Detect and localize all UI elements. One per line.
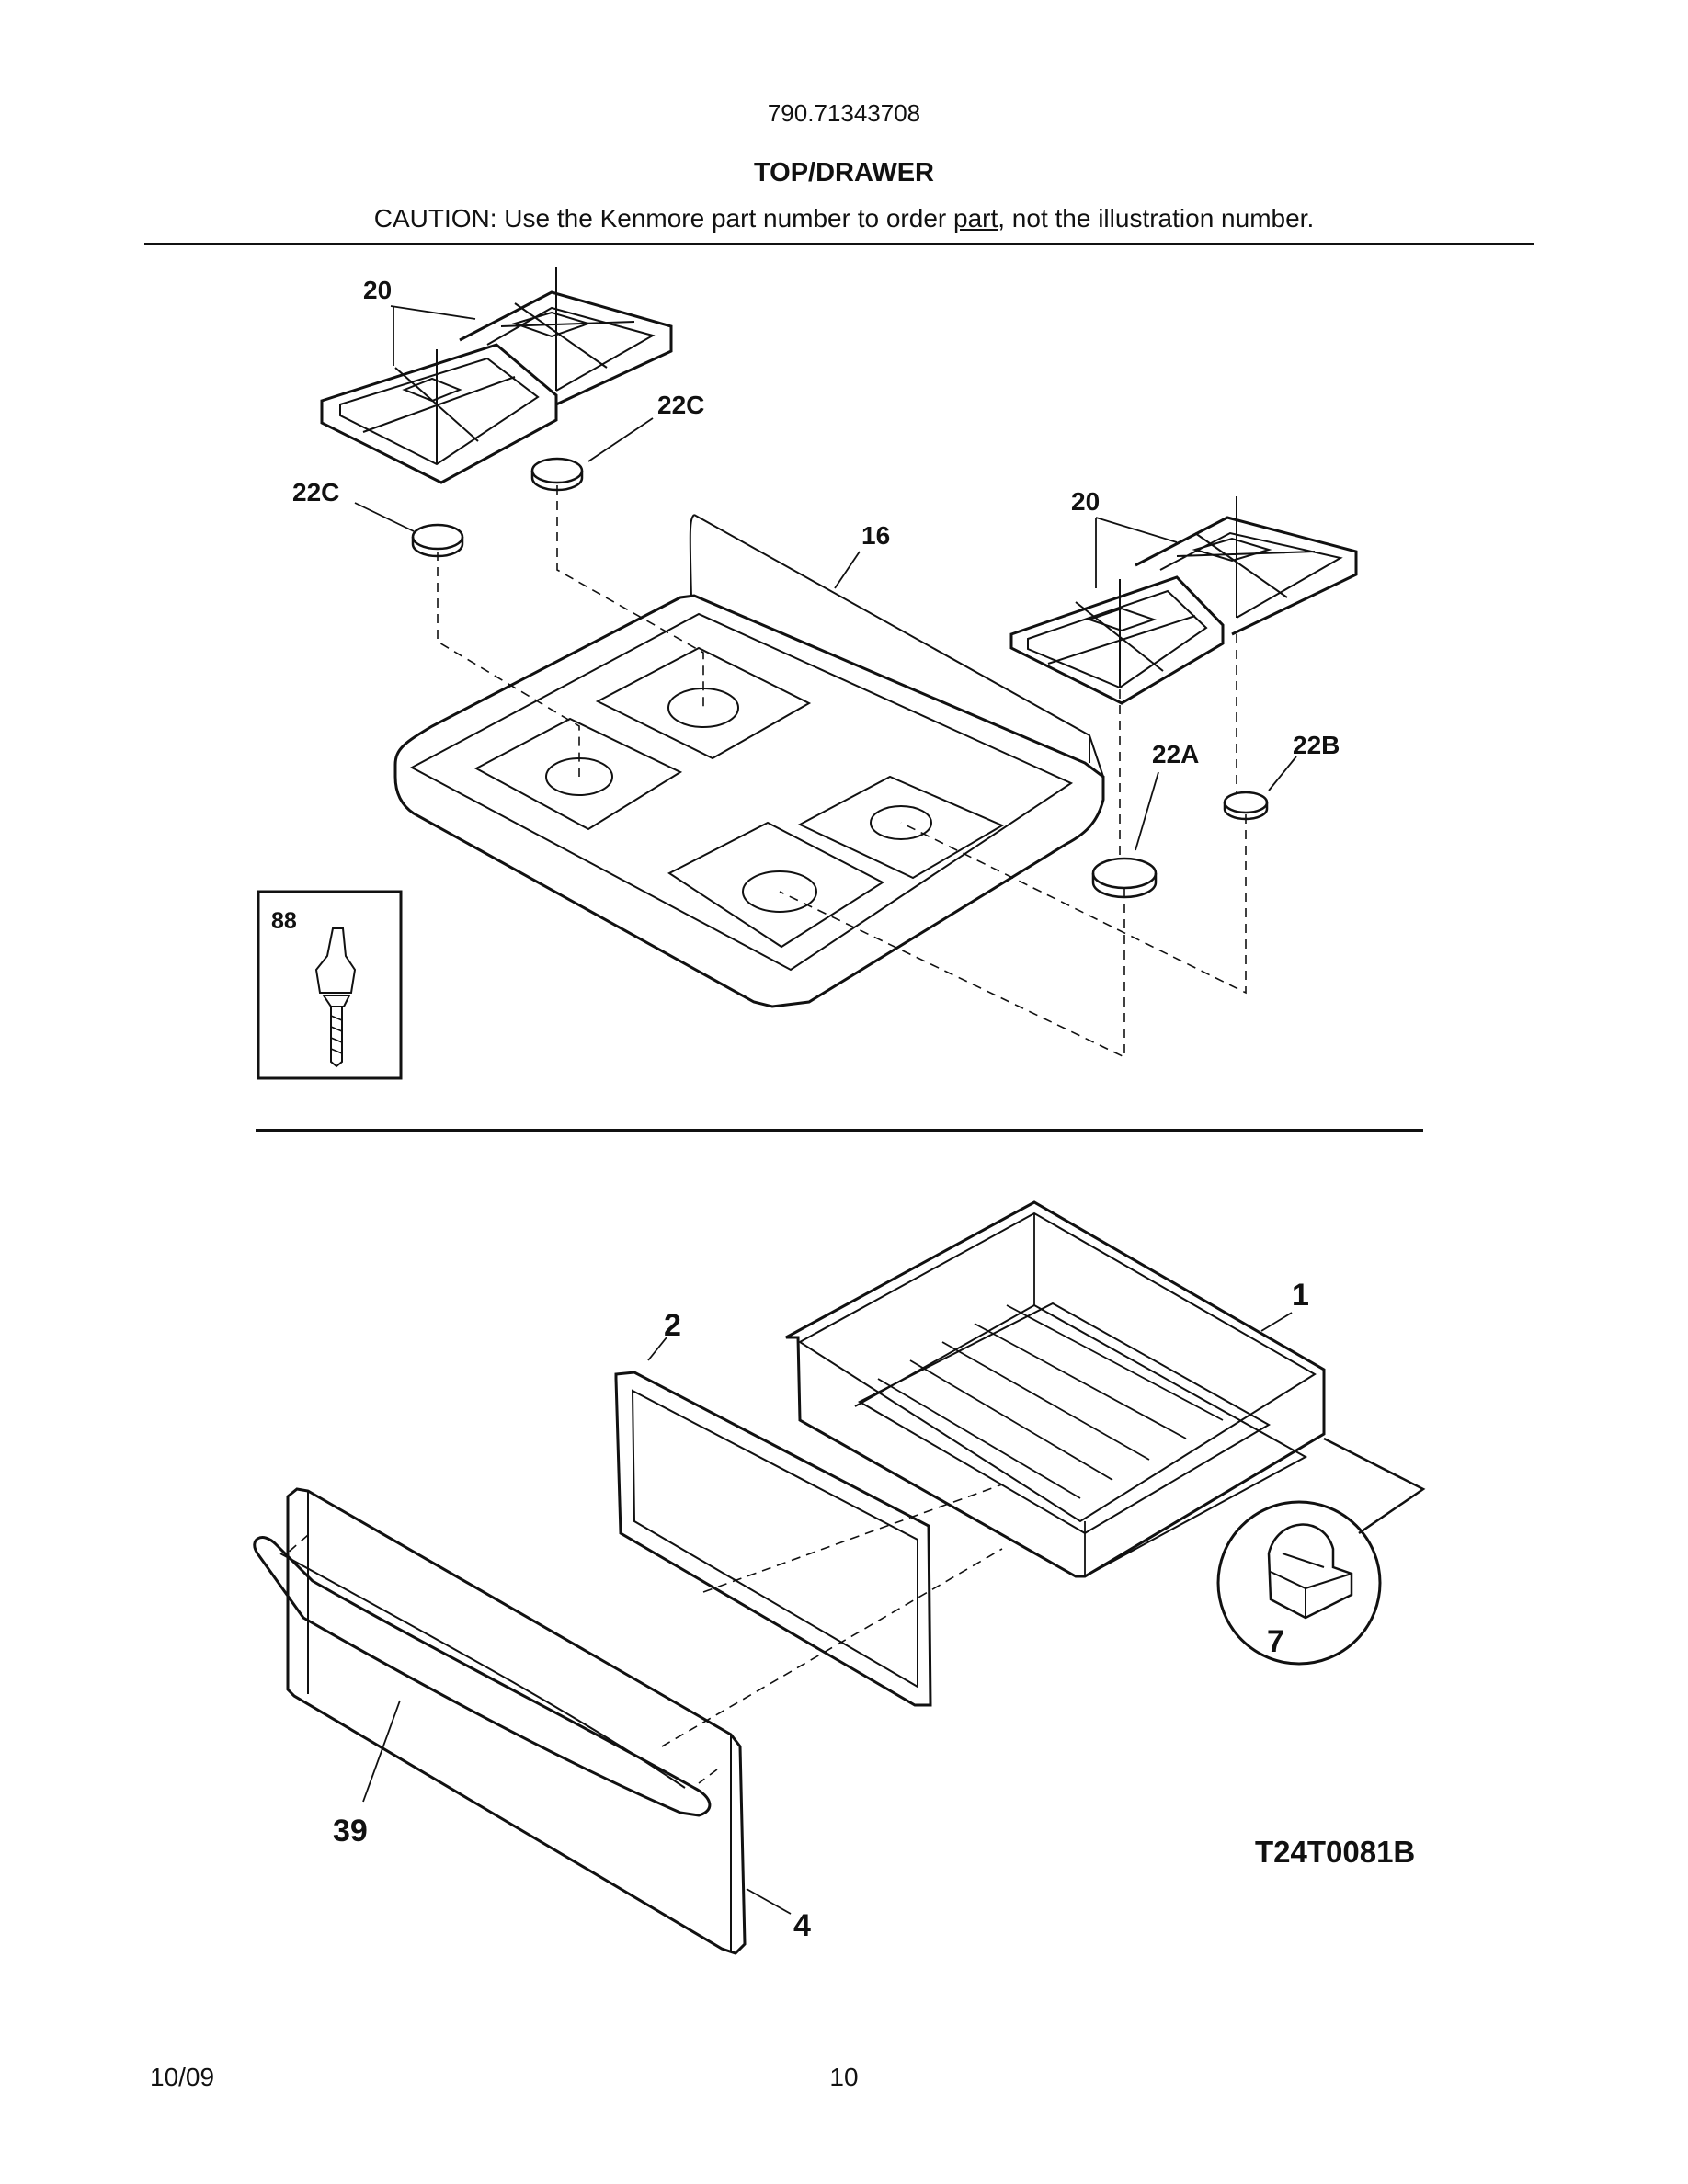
callout-39: 39	[333, 1814, 368, 1848]
callout-2: 2	[664, 1308, 681, 1343]
callout-20-right: 20	[1071, 487, 1100, 516]
callout-7: 7	[1267, 1624, 1284, 1659]
burner-cap-22c-upper	[530, 417, 654, 492]
callout-22c-left: 22C	[292, 478, 339, 506]
callout-1: 1	[1292, 1278, 1309, 1313]
callout-22c-upper: 22C	[657, 391, 704, 419]
callout-22b: 22B	[1293, 731, 1340, 759]
screw-inset-88	[257, 890, 403, 1080]
burner-grates-right	[1009, 496, 1358, 705]
alignment-lines-bottom	[661, 1484, 1003, 1747]
figure-code: T24T0081B	[1255, 1835, 1415, 1869]
drawer-front-4	[253, 1487, 792, 1955]
alignment-lines-top	[437, 485, 1247, 1059]
page-title: TOP/DRAWER	[753, 158, 935, 188]
header-rule	[144, 243, 1534, 245]
drawer-body-1	[785, 1200, 1326, 1578]
callout-22a: 22A	[1152, 740, 1199, 768]
caution-text-end: , not the illustration number.	[998, 204, 1315, 233]
caution-link-part: part	[953, 204, 998, 233]
callout-88: 88	[271, 908, 297, 934]
footer-date: 10/09	[150, 2063, 215, 2091]
callout-20-left: 20	[363, 276, 392, 304]
burner-cap-22b	[1223, 756, 1297, 821]
callout-16: 16	[861, 521, 890, 550]
model-number: 790.71343708	[767, 99, 921, 127]
cooktop-16	[393, 514, 1105, 1008]
burner-cap-22c-left	[354, 502, 464, 558]
page-number: 10	[829, 2063, 859, 2091]
caution-text-start: CAUTION: Use the Kenmore part number to …	[373, 204, 953, 233]
callout-4: 4	[793, 1908, 811, 1943]
clip-inset-7	[1216, 1437, 1426, 1666]
caution-note: CAUTION: Use the Kenmore part number to …	[0, 204, 1688, 233]
drawer-liner-2	[614, 1337, 932, 1707]
burner-grates-left	[320, 267, 673, 484]
